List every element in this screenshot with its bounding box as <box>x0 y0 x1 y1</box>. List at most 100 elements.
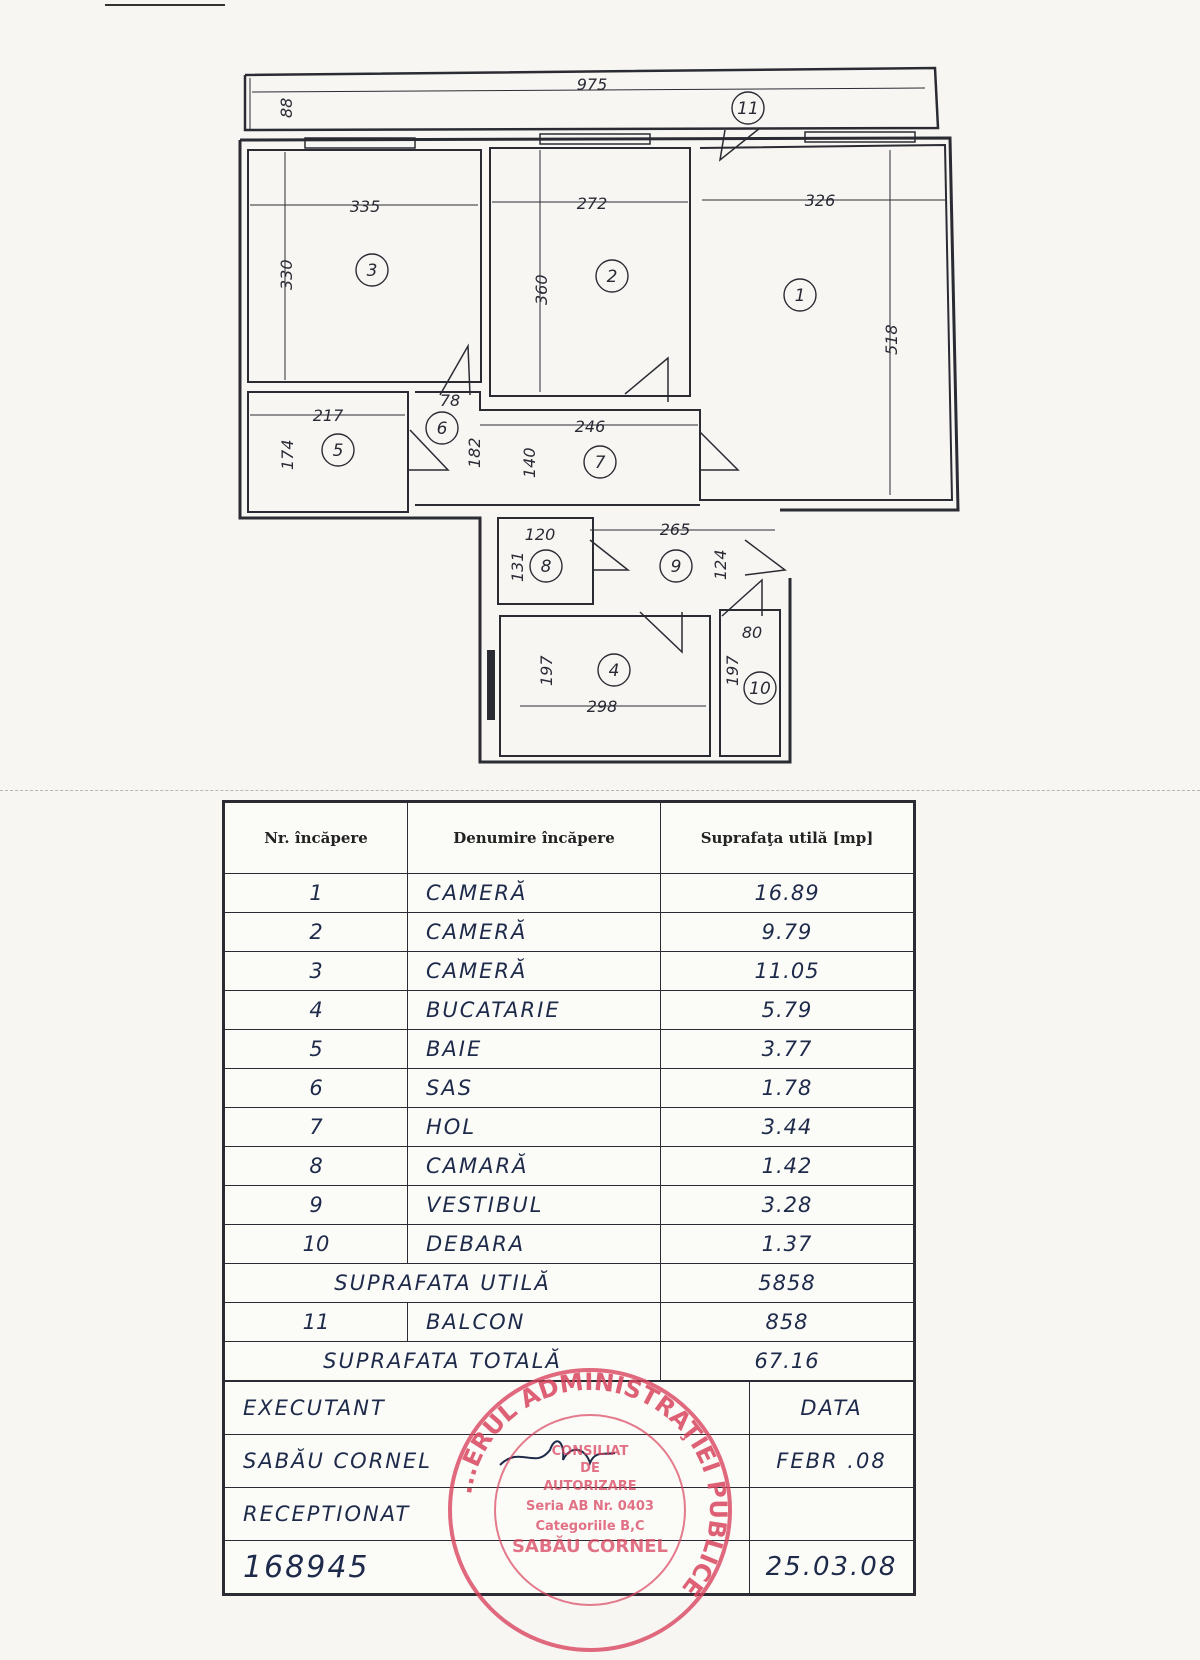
door-swing <box>718 127 761 162</box>
row-area: 11.05 <box>660 951 914 991</box>
row-nr: 10 <box>224 1224 408 1264</box>
window-1 <box>804 131 916 143</box>
row-nr: 4 <box>224 990 408 1030</box>
room-number-4: 4 <box>609 661 620 681</box>
dim-r9-width: 265 <box>660 520 691 539</box>
door-swing <box>624 356 669 402</box>
dim-balcony-depth: 88 <box>277 98 296 118</box>
header-name: Denumire încăpere <box>407 802 661 874</box>
dim-r6-height: 182 <box>465 437 484 468</box>
room-number-10: 10 <box>749 679 771 699</box>
window-3 <box>304 137 416 149</box>
room-marker <box>659 549 693 583</box>
row-name: SAS <box>407 1068 661 1108</box>
row-name: BUCATARIE <box>407 990 661 1030</box>
row-area: 16.89 <box>660 873 914 913</box>
row-nr: 6 <box>224 1068 408 1108</box>
room-marker <box>783 278 817 312</box>
room-number-3: 3 <box>367 261 378 281</box>
outer-wall-east <box>239 136 960 512</box>
date-label: DATA <box>749 1381 914 1435</box>
dim-r10-width: 80 <box>742 623 762 642</box>
dim-top: 975 <box>577 75 608 94</box>
row-nr: 8 <box>224 1146 408 1186</box>
official-stamp: ...ERUL ADMINISTRAŢIEI PUBLICE CONSILIAT… <box>448 1368 732 1652</box>
stamp-line: AUTORIZARE <box>543 1479 636 1494</box>
row-area: 3.44 <box>660 1107 914 1147</box>
window-west <box>487 650 495 720</box>
receptionat-row: 168945 25.03.08 <box>224 1540 914 1594</box>
row-name: VESTIBUL <box>407 1185 661 1225</box>
row-name: DEBARA <box>407 1224 661 1264</box>
dim-r9-height: 124 <box>711 549 730 580</box>
dim-r8-height: 131 <box>508 551 527 582</box>
door-swing <box>639 611 683 654</box>
row-area: 1.37 <box>660 1224 914 1264</box>
row-nr: 2 <box>224 912 408 952</box>
room-marker <box>321 433 355 467</box>
util-area-value: 5858 <box>660 1263 914 1303</box>
dim-r7-height: 140 <box>520 447 539 478</box>
row-area: 9.79 <box>660 912 914 952</box>
total-area-label: SUPRAFATA TOTALĂ <box>224 1341 661 1381</box>
total-area-value: 67.16 <box>660 1341 914 1381</box>
row-nr: 5 <box>224 1029 408 1069</box>
room-marker <box>529 549 563 583</box>
row-area: 1.78 <box>660 1068 914 1108</box>
area-table: Nr. încăpere Denumire încăpere Suprafaţa… <box>224 802 914 1381</box>
dim-r5-width: 217 <box>313 406 344 425</box>
dim-r3-height: 330 <box>277 259 296 290</box>
room-10-outline <box>719 609 781 757</box>
room-1-outline <box>699 143 954 501</box>
room-number-8: 8 <box>541 557 552 577</box>
floor-plan: 11 3 2 1 5 6 7 8 9 4 10 975 88 335 330 2… <box>238 66 960 764</box>
receptionat-date: 25.03.08 <box>749 1540 914 1594</box>
row-name: HOL <box>407 1107 661 1147</box>
door-swing <box>408 429 450 471</box>
room-marker <box>583 445 617 479</box>
dim-line-top <box>251 87 926 93</box>
room-marker <box>731 91 765 125</box>
balcony-row: 11 BALCON 858 <box>224 1302 914 1342</box>
room-number-6: 6 <box>437 419 448 439</box>
balcony-name: BALCON <box>407 1302 661 1342</box>
door-swing <box>721 578 763 617</box>
outer-wall <box>238 140 792 764</box>
dim-r6-width: 78 <box>440 391 460 410</box>
room-5-outline <box>247 391 409 513</box>
row-nr: 1 <box>224 873 408 913</box>
util-area-label: SUPRAFATA UTILĂ <box>224 1263 661 1303</box>
total-area-row: SUPRAFATA TOTALĂ 67.16 <box>224 1341 914 1381</box>
stamp-line: SABĂU CORNEL <box>512 1535 668 1557</box>
row-nr: 3 <box>224 951 408 991</box>
signature-scribble <box>499 1440 616 1467</box>
row-name: CAMERĂ <box>407 912 661 952</box>
dim-r5-height: 174 <box>278 439 297 470</box>
room-4-outline <box>499 615 711 757</box>
room-3-outline <box>247 149 482 383</box>
receptionat-header-row: RECEPTIONAT <box>224 1487 914 1541</box>
stamp-line: Categoriile B,C <box>535 1519 644 1534</box>
dim-r10-height: 197 <box>723 655 742 686</box>
room-marker <box>743 671 777 705</box>
row-name: CAMARĂ <box>407 1146 661 1186</box>
dim-r4-height: 197 <box>537 655 556 686</box>
table-header-row: Nr. încăpere Denumire încăpere Suprafaţa… <box>224 802 914 874</box>
row-name: CAMERĂ <box>407 951 661 991</box>
row-name: BAIE <box>407 1029 661 1069</box>
receptionat-empty <box>749 1487 914 1541</box>
row-nr: 7 <box>224 1107 408 1147</box>
dim-r8-width: 120 <box>525 525 556 544</box>
row-area: 3.77 <box>660 1029 914 1069</box>
area-table-sheet: Nr. încăpere Denumire încăpere Suprafaţa… <box>222 800 916 1596</box>
executant-row: SABĂU CORNEL FEBR .08 <box>224 1434 914 1488</box>
